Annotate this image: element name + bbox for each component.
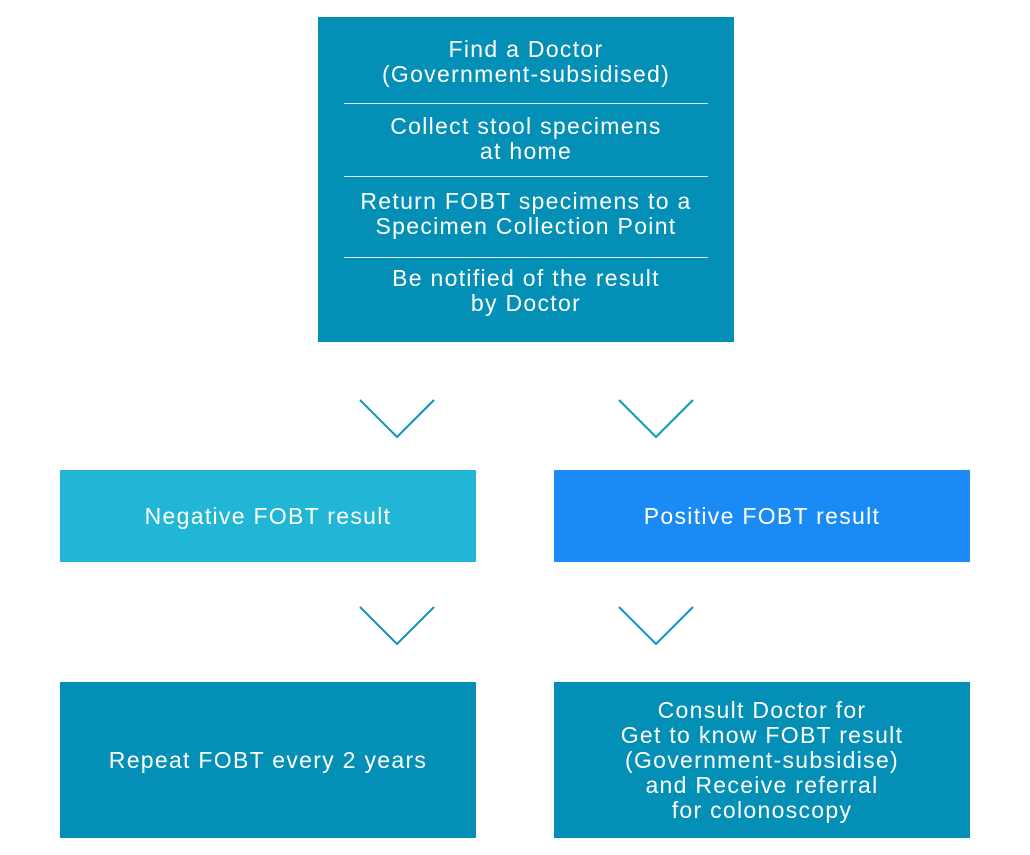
- step-line: Collect stool specimens: [390, 113, 662, 139]
- positive-outcome-line: and Receive referral: [645, 771, 879, 798]
- chevron-down-icon: [359, 399, 435, 439]
- positive-result-box: Positive FOBT result: [554, 470, 970, 562]
- negative-outcome-box: Repeat FOBT every 2 years: [60, 682, 476, 838]
- step-divider: [344, 257, 708, 258]
- positive-outcome-line: (Government-subsidise): [624, 746, 900, 773]
- step-line: Return FOBT specimens to a: [360, 188, 692, 214]
- step-line: at home: [479, 138, 573, 164]
- chevron-down-icon: [359, 606, 435, 646]
- process-steps-box: Find a Doctor (Government-subsidised) Co…: [318, 17, 734, 342]
- positive-outcome-line: Consult Doctor for: [657, 696, 867, 723]
- step-return-specimens: Return FOBT specimens to a Specimen Coll…: [360, 189, 691, 239]
- step-divider: [344, 103, 708, 104]
- step-line: (Government-subsidised): [381, 61, 671, 87]
- step-line: by Doctor: [470, 290, 582, 316]
- step-find-doctor: Find a Doctor (Government-subsidised): [382, 37, 670, 87]
- step-line: Find a Doctor: [448, 36, 604, 62]
- positive-outcome-line: for colonoscopy: [671, 796, 853, 823]
- step-collect-specimens: Collect stool specimens at home: [390, 114, 662, 164]
- chevron-down-icon: [618, 399, 694, 439]
- step-divider: [344, 176, 708, 177]
- positive-outcome-box: Consult Doctor for Get to know FOBT resu…: [554, 682, 970, 838]
- chevron-down-icon: [618, 606, 694, 646]
- step-line: Specimen Collection Point: [375, 213, 677, 239]
- step-line: Be notified of the result: [392, 265, 660, 291]
- negative-result-label: Negative FOBT result: [144, 502, 392, 529]
- positive-result-label: Positive FOBT result: [643, 502, 881, 529]
- step-be-notified: Be notified of the result by Doctor: [392, 266, 660, 316]
- negative-result-box: Negative FOBT result: [60, 470, 476, 562]
- negative-outcome-text: Repeat FOBT every 2 years: [108, 746, 428, 773]
- positive-outcome-line: Get to know FOBT result: [620, 721, 904, 748]
